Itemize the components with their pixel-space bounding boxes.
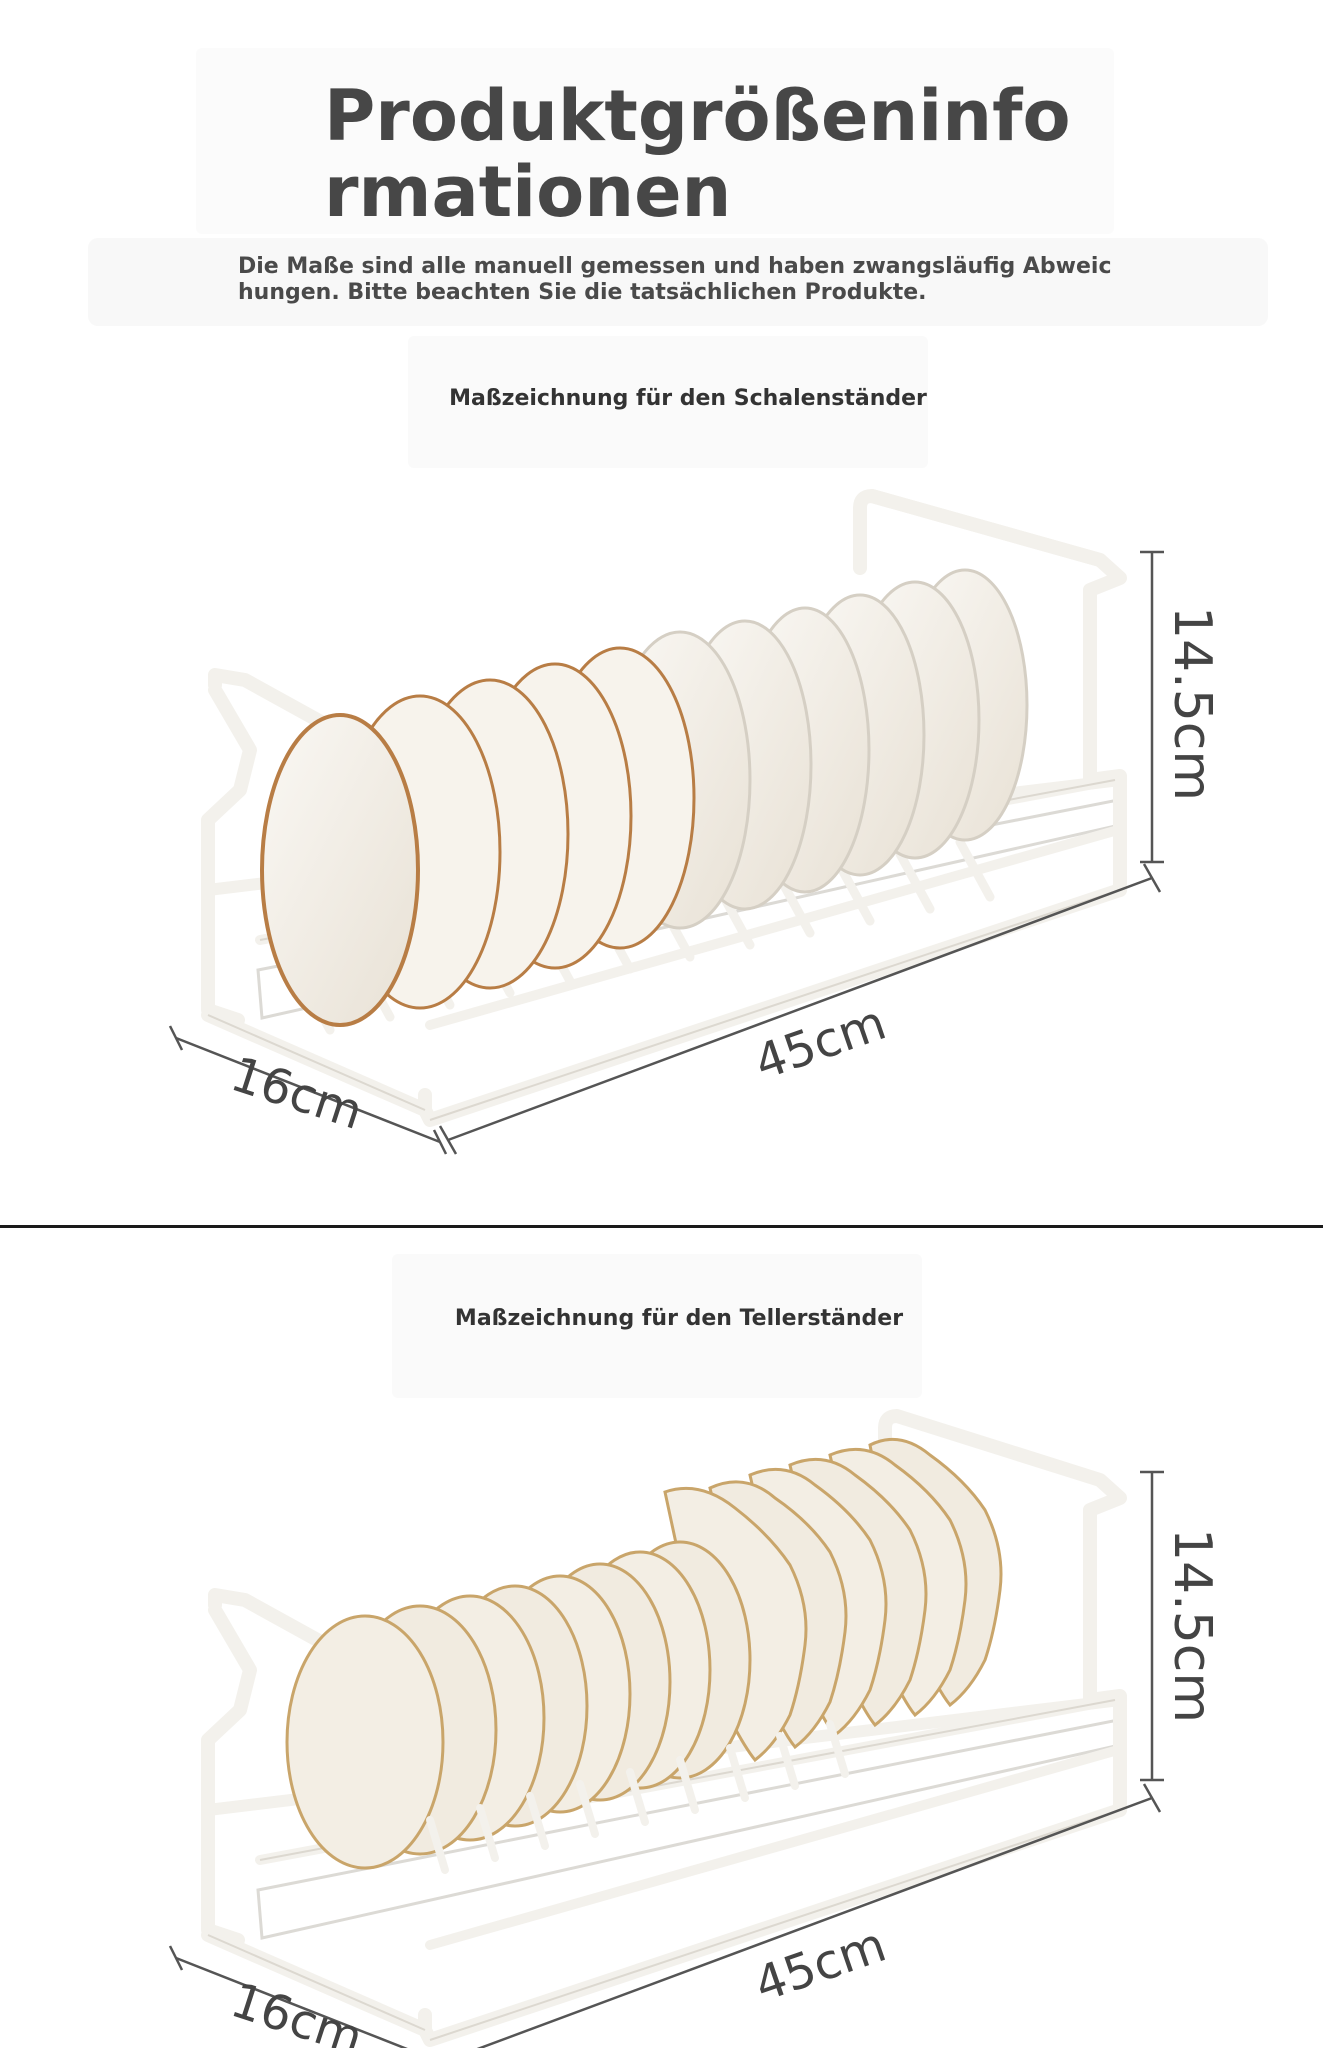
caption-panel-bowl	[408, 336, 928, 468]
note-panel	[88, 238, 1268, 326]
page-title-line-1: Produktgrößeninfo	[324, 75, 1071, 157]
length-dimension-line	[438, 863, 1162, 1155]
caption-bowl-rack: Maßzeichnung für den Schalenständer	[449, 386, 927, 411]
caption-plate-rack: Maßzeichnung für den Tellerständer	[454, 1306, 904, 1331]
measurement-note: Die Maße sind alle manuell gemessen und …	[238, 254, 1112, 305]
bowls	[260, 568, 1029, 1027]
height-label: 14.5cm	[1162, 1528, 1222, 1723]
height-dimension-line	[1140, 1470, 1164, 1782]
depth-label: 16cm	[224, 1972, 369, 2048]
title-panel	[196, 48, 1114, 234]
caption-panel-plate	[392, 1254, 922, 1398]
bowl-rack-drawing: 14.5cm 45cm 16cm	[168, 489, 1222, 1155]
height-dimension-line	[1140, 550, 1164, 864]
depth-dimension-line	[168, 1025, 448, 1155]
page-title-line-2: rmationen	[324, 151, 732, 233]
page-title: Produktgrößeninfo rmationen	[324, 78, 1124, 230]
rack-prongs	[426, 1720, 849, 1874]
plates	[285, 1437, 1003, 1870]
depth-dimension-line	[168, 1945, 408, 2048]
length-dimension-line	[476, 1783, 1162, 2048]
plate-rack-drawing: 14.5cm 45cm 16cm	[168, 1409, 1222, 2048]
height-label: 14.5cm	[1162, 606, 1222, 801]
section-divider	[0, 1225, 1323, 1228]
